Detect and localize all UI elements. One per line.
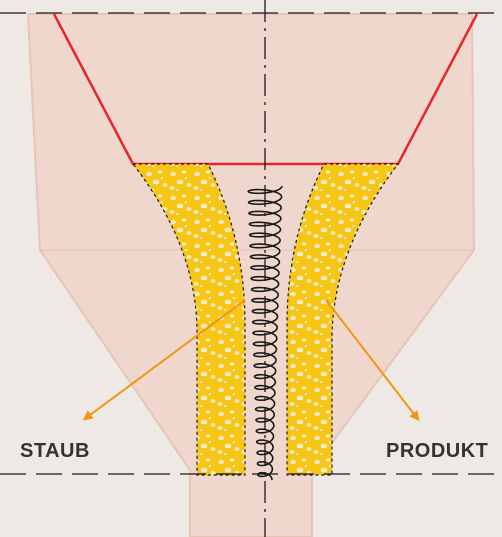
product-label: PRODUKT	[386, 440, 488, 463]
dust-label: STAUB	[20, 440, 90, 463]
